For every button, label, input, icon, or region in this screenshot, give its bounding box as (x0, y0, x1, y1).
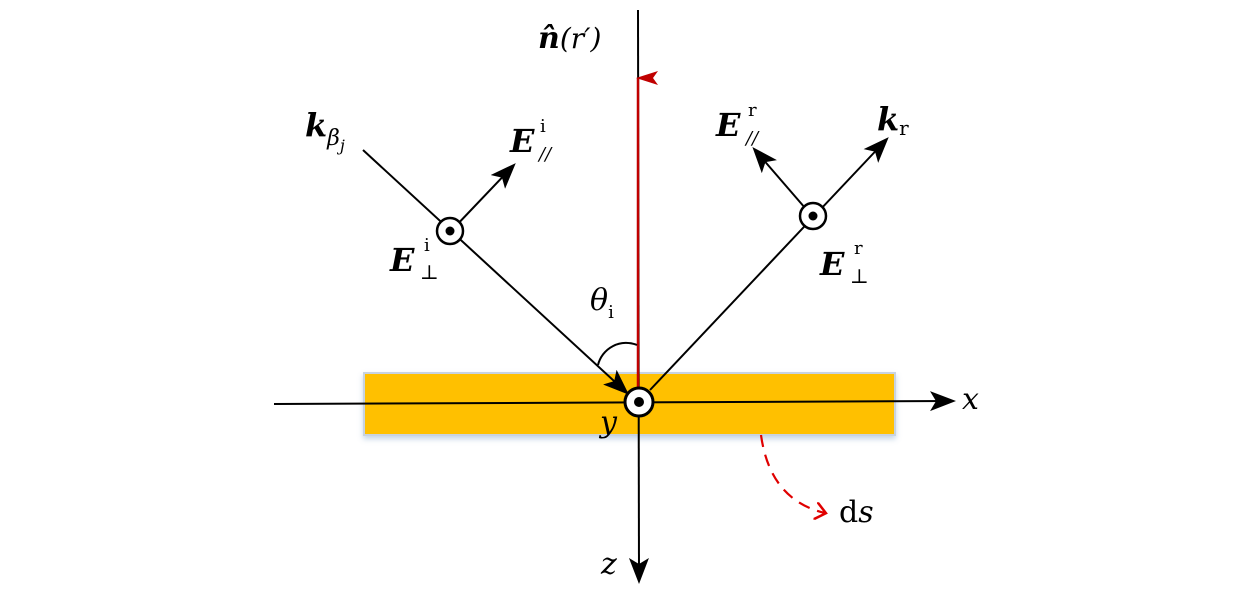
reflected-e-parallel-sup: r (748, 100, 757, 121)
incident-e-perp-sub: ⊥ (420, 260, 439, 284)
y-axis-symbol (623, 386, 655, 418)
y-axis-label: y (598, 405, 618, 440)
ds-arrow (759, 434, 825, 513)
incident-e-parallel-sup: i (540, 116, 546, 137)
incident-e-perp-label: E (389, 241, 415, 279)
normal-label: n̂(r′) (538, 21, 601, 56)
reflected-e-perp-sub: ⊥ (850, 264, 869, 288)
k-incident-label: kβj (305, 106, 345, 155)
reflected-e-parallel-sub: // (744, 128, 760, 149)
incidence-angle-arc (597, 341, 638, 366)
incident-e-perp-symbol (435, 216, 465, 246)
z-axis-label: z (600, 547, 617, 582)
incident-e-parallel-arrow (451, 163, 516, 231)
reflected-e-perp-label: E (819, 245, 845, 283)
incident-e-parallel-label: E (509, 122, 535, 160)
reflected-e-parallel-label: E (715, 106, 741, 144)
x-axis-line (273, 391, 956, 412)
incident-ray (362, 149, 629, 395)
reflected-e-perp-symbol (798, 201, 828, 231)
k-reflected-label: kr (877, 100, 909, 140)
reflected-e-perp-sup: r (854, 238, 863, 259)
reflected-ray (649, 137, 889, 391)
x-axis-label: x (962, 382, 979, 417)
incident-e-parallel-sub: // (537, 144, 553, 165)
theta-label: θi (590, 283, 614, 323)
incident-e-perp-sup: i (424, 235, 430, 256)
ds-label: ds (839, 495, 874, 530)
reflected-e-parallel-arrow (752, 146, 813, 217)
